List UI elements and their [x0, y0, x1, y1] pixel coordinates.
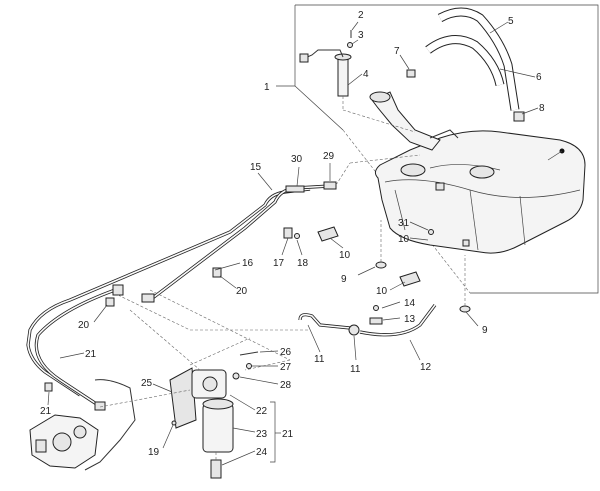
line-fittings: [44, 181, 337, 411]
callout-18: 16: [242, 258, 254, 269]
callout-10: 9: [341, 274, 347, 285]
callout-21b: 20: [78, 320, 90, 331]
callout-10b: 9: [482, 325, 488, 336]
callout-22: 21: [85, 349, 97, 360]
callout-15: 13: [404, 314, 416, 325]
callout-31: 29: [323, 151, 335, 162]
callout-20b: 19: [148, 447, 160, 458]
callout-14: 12: [420, 362, 432, 373]
vent-hose-long: [437, 7, 520, 111]
callout-12: 11: [350, 364, 361, 375]
callout-29: 27: [280, 362, 292, 373]
callout-24: 22: [256, 406, 268, 417]
callout-23: 21: [282, 429, 294, 440]
fuel-level-sender: [299, 49, 416, 133]
callout-4: 4: [363, 69, 369, 80]
callout-19: 17: [273, 258, 285, 269]
filler-neck: [369, 91, 459, 151]
fuel-tank: [374, 130, 586, 254]
callout-11: 10: [339, 250, 351, 261]
hose-clamps: [406, 69, 525, 122]
callout-11b: 10: [376, 286, 388, 297]
callout-8: 6: [536, 72, 542, 83]
callout-32: 30: [291, 154, 303, 165]
callout-21c: 21: [40, 406, 52, 417]
callout-26: 24: [256, 447, 268, 458]
leader-lines: [47, 21, 539, 466]
vent-hose-short: [425, 35, 505, 87]
tank-assembly-frame: [276, 4, 599, 294]
callout-30: 28: [280, 380, 292, 391]
callout-16: 14: [404, 298, 416, 309]
callout-9b: 8: [539, 103, 545, 114]
callout-21: 20: [236, 286, 248, 297]
callout-28: 26: [280, 347, 292, 358]
callout-3: 31: [398, 218, 410, 229]
return-line: [298, 304, 437, 337]
callout-27: 25: [141, 378, 153, 389]
callout-7: 5: [508, 16, 514, 27]
injection-pump: [29, 414, 99, 469]
callout-1: 1: [264, 82, 270, 93]
callout-20: 18: [297, 258, 309, 269]
callout-17: 15: [250, 162, 262, 173]
callout-13: 11: [314, 354, 325, 365]
fuel-filter-assembly: [169, 351, 259, 479]
callout-6: 3: [358, 30, 364, 41]
sender-screw: [347, 21, 359, 48]
tank-pads: [317, 220, 471, 313]
group-bracket-23: [270, 401, 281, 463]
callout-2: 10: [398, 234, 410, 245]
callout-9: 7: [394, 46, 400, 57]
connection-lines: [99, 154, 421, 408]
callout-25: 23: [256, 429, 268, 440]
callout-5: 2: [358, 10, 364, 21]
callout-labels: 1 2 3 4 5 6 7 8 9 9 10 10 10 11 11 12 13…: [40, 10, 545, 458]
